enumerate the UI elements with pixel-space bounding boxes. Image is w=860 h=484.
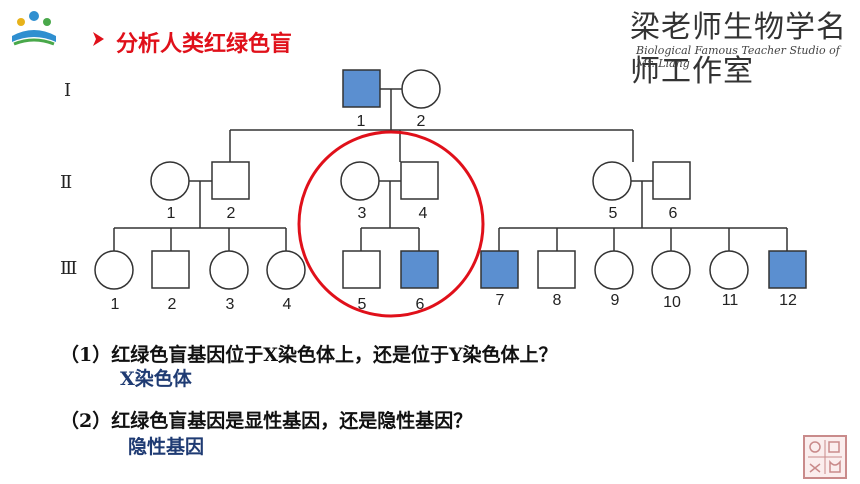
gen2-male-2	[211, 161, 250, 200]
gen1-male-affected-1	[342, 69, 381, 108]
gen2-male-4	[400, 161, 439, 200]
gen3-label-1: 1	[110, 296, 120, 313]
generation-label-2: Ⅱ	[60, 172, 73, 193]
gen3-female-9	[594, 250, 634, 290]
gen3-label-2: 2	[167, 296, 177, 313]
gen3-male-affected-12	[768, 250, 807, 289]
gen2-label-5: 5	[608, 205, 618, 222]
gen3-label-9: 9	[610, 292, 620, 309]
gen3-male-5	[342, 250, 381, 289]
gen2-label-6: 6	[668, 205, 678, 222]
gen3-male-2	[151, 250, 190, 289]
gen3-label-12: 12	[779, 292, 797, 309]
brand-chinese-name: 梁老师生物学名师工作室	[630, 10, 847, 89]
gen3-male-8	[537, 250, 576, 289]
gen3-female-11	[709, 250, 749, 290]
gen3-female-4	[266, 250, 306, 290]
gen3-male-affected-6	[400, 250, 439, 289]
gen3-male-affected-7	[480, 250, 519, 289]
gen3-female-3	[209, 250, 249, 290]
gen1-female-2	[401, 69, 441, 109]
gen2-male-6	[652, 161, 691, 200]
gen3-label-4: 4	[282, 296, 292, 313]
gen2-female-3	[340, 161, 380, 201]
school-logo-icon	[12, 11, 56, 46]
brand-english-name: Biological Famous Teacher Studio of Mr. …	[636, 44, 840, 70]
gen3-female-10	[651, 250, 691, 290]
answer-2: 隐性基因	[128, 436, 205, 458]
gen2-female-5	[592, 161, 632, 201]
gen3-label-11: 11	[721, 292, 739, 309]
gen3-female-1	[94, 250, 134, 290]
gen2-label-3: 3	[357, 205, 367, 222]
gen3-label-5: 5	[357, 296, 367, 313]
gen3-label-10: 10	[663, 294, 681, 311]
question-2: （2）红绿色盲基因是显性基因，还是隐性基因？	[60, 410, 473, 432]
answer-1: X染色体	[120, 368, 192, 390]
page-title: 分析人类红绿色盲	[116, 32, 293, 57]
gen2-label-1: 1	[166, 205, 176, 222]
gen3-label-8: 8	[552, 292, 562, 309]
generation-label-1: Ⅰ	[64, 80, 72, 101]
gen2-label-2: 2	[226, 205, 236, 222]
gen3-label-3: 3	[225, 296, 235, 313]
question-1: （1）红绿色盲基因位于X染色体上，还是位于Y染色体上？	[60, 344, 558, 366]
seal-stamp-icon	[803, 435, 847, 479]
generation-label-3: Ⅲ	[60, 258, 78, 279]
gen2-label-4: 4	[418, 205, 428, 222]
gen1-label-2: 2	[416, 113, 426, 130]
gen1-label-1: 1	[356, 113, 366, 130]
gen3-label-7: 7	[495, 292, 505, 309]
arrow-bullet-icon	[93, 32, 104, 46]
gen3-label-6: 6	[415, 296, 425, 313]
gen2-female-1	[150, 161, 190, 201]
highlight-circle	[297, 130, 485, 318]
